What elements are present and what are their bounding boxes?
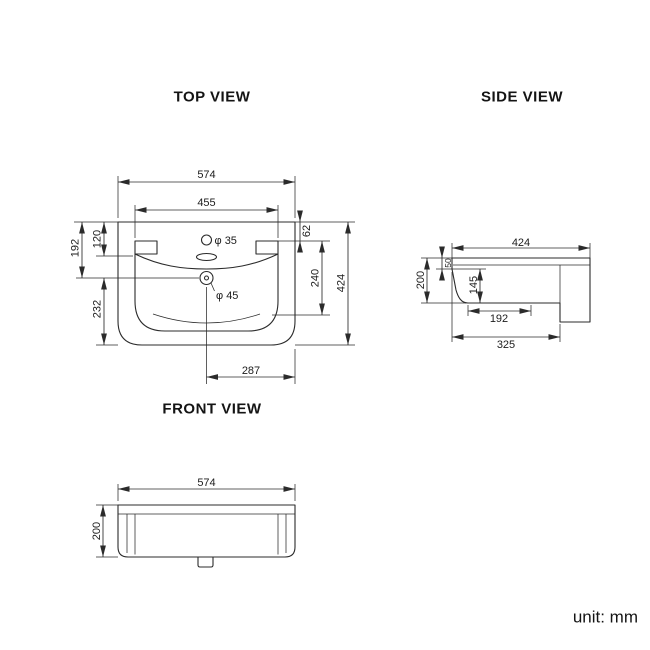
dim-drain-to-side: 287 — [242, 365, 260, 377]
faucet-hole — [200, 234, 213, 246]
top-view: TOP VIEW 574 455 62 240 424 120 192 232 … — [70, 89, 355, 384]
dim-back-to-drain: 192 — [70, 239, 82, 257]
unit-note: unit: mm — [573, 608, 638, 627]
drain-hole-label: φ 45 — [216, 290, 238, 302]
dim-bottom-depth: 192 — [490, 313, 508, 325]
top-view-bowl-outline — [134, 253, 279, 332]
front-view-drain-stub — [197, 557, 214, 568]
dim-front-lip: 50 — [443, 258, 453, 268]
front-view-extension-lines — [96, 484, 296, 558]
front-view-outline — [117, 504, 296, 558]
dim-top-overall-width: 574 — [197, 169, 215, 181]
dim-front-overall-width: 574 — [197, 477, 215, 489]
side-view-title: SIDE VIEW — [481, 89, 563, 106]
top-view-left-corner-tab — [134, 240, 158, 255]
dim-drain-to-front: 232 — [92, 300, 104, 318]
front-view: FRONT VIEW 574 200 — [91, 401, 296, 568]
top-view-title: TOP VIEW — [174, 89, 251, 106]
faucet-hole-label: φ 35 — [215, 235, 237, 247]
dim-top-inner-width: 455 — [197, 197, 215, 209]
dim-front-overall-height: 200 — [91, 522, 103, 540]
top-view-extension-lines — [74, 176, 355, 384]
side-view: SIDE VIEW 424 200 50 145 192 325 — [415, 89, 591, 351]
dim-bowl-length: 240 — [310, 269, 322, 287]
dim-base-depth: 325 — [497, 339, 515, 351]
dim-back-to-bowl: 120 — [92, 230, 104, 248]
top-view-basin-outline — [117, 221, 296, 346]
dim-side-overall-height: 200 — [415, 271, 427, 289]
front-view-wall-lines — [126, 514, 287, 555]
overflow-slot — [195, 252, 218, 262]
dim-side-overall-depth: 424 — [512, 237, 530, 249]
side-view-profile-outline — [451, 257, 591, 323]
drain-hole-center — [203, 275, 210, 281]
top-view-right-corner-tab — [255, 240, 279, 255]
dim-faucet-setback: 62 — [301, 225, 313, 237]
dim-top-overall-depth: 424 — [336, 274, 348, 292]
front-view-title: FRONT VIEW — [162, 401, 262, 418]
dim-bowl-height: 145 — [468, 276, 480, 294]
drain-label-leader — [210, 282, 215, 292]
drain-hole — [199, 270, 214, 286]
